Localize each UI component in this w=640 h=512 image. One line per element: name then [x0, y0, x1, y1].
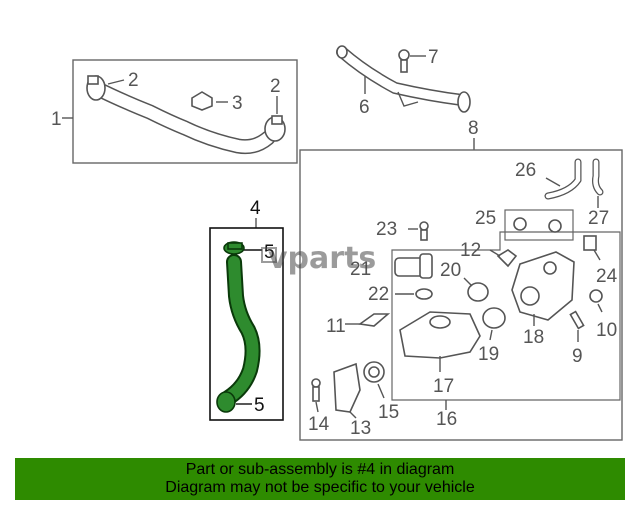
hose-27: [593, 159, 603, 195]
callout-5a: 5: [264, 242, 275, 263]
housing-17: [399, 311, 481, 359]
callout-20: 20: [440, 260, 461, 281]
callout-6: 6: [359, 97, 370, 118]
gasket-12: [496, 249, 518, 268]
callout-2b: 2: [270, 76, 281, 97]
callout-16: 16: [436, 409, 457, 430]
pipe-6: [337, 47, 467, 105]
callout-23: 23: [376, 219, 397, 240]
info-banner: Part or sub-assembly is #4 in diagram Di…: [15, 458, 625, 500]
callout-15: 15: [378, 402, 399, 423]
hose-4: [222, 256, 259, 404]
gasket-11: [357, 313, 391, 327]
group-box-4: [209, 227, 284, 421]
callout-18: 18: [523, 327, 544, 348]
bolt-23-shank: [420, 229, 428, 241]
callout-1: 1: [51, 109, 62, 130]
outlet-21-flange: [419, 253, 433, 279]
pipe-6-end-left: [336, 45, 348, 59]
callout-5b: 5: [254, 395, 265, 416]
callout-19: 19: [478, 344, 499, 365]
clamp-5-bottom: [216, 391, 236, 413]
pipe-6-group: 6 7: [336, 45, 471, 118]
housing-18: [511, 251, 575, 321]
callout-3: 3: [232, 93, 243, 114]
pipe-6-bracket: [397, 91, 419, 107]
watermark-logo: vparts: [261, 241, 376, 276]
hose-assembly-1-group: 1 2 3 2: [51, 59, 298, 164]
hose-1: [90, 82, 274, 153]
callout-2a: 2: [128, 70, 139, 91]
hose-4-group: 4 5 5: [209, 198, 284, 421]
callout-24: 24: [596, 266, 618, 287]
assembly-8-group: 8 16 26 27 25 23 21 22: [299, 118, 623, 441]
group-box-25: [504, 209, 574, 241]
group-box-16: [391, 231, 621, 401]
clamp-2-right-tab: [271, 115, 283, 125]
watermark-text: vparts: [268, 241, 376, 276]
callout-11: 11: [326, 316, 346, 337]
callout-21: 21: [350, 259, 371, 280]
bolt-14-shank: [312, 386, 320, 402]
clamp-5-top-tab: [227, 242, 243, 250]
o-ring-22: [415, 288, 433, 300]
callout-12: 12: [460, 240, 481, 261]
bolt-7-shank: [400, 59, 408, 73]
group-box-1: [72, 59, 298, 164]
bolt-23-head: [419, 221, 429, 231]
clamp-2-left-tab: [87, 75, 99, 85]
callout-9: 9: [572, 346, 583, 367]
callout-7: 7: [428, 47, 439, 68]
bolt-7-head: [398, 49, 410, 61]
callout-25: 25: [475, 208, 496, 229]
callout-26: 26: [515, 160, 536, 181]
housing-18-port: [520, 286, 540, 306]
callout-27: 27: [588, 208, 609, 229]
thermostat-15-core: [368, 366, 380, 378]
pipe-6-end-right: [457, 91, 471, 113]
seal-19: [482, 307, 506, 329]
pipe-26: [545, 159, 581, 199]
callout-22: 22: [368, 284, 389, 305]
clip-25a: [513, 217, 527, 231]
clip-25b: [548, 219, 562, 233]
seal-20: [467, 282, 489, 302]
callout-17: 17: [433, 376, 454, 397]
callout-14: 14: [308, 414, 330, 435]
bracket-3: [191, 91, 213, 111]
sensor-24: [583, 235, 597, 251]
callout-4: 4: [250, 198, 261, 219]
group-box-8: [299, 149, 623, 441]
nut-10: [589, 289, 603, 303]
housing-17-port: [429, 315, 451, 329]
callout-10: 10: [596, 320, 617, 341]
bolt-9: [569, 310, 585, 330]
housing-18-port-2: [543, 261, 557, 275]
banner-line-1: Part or sub-assembly is #4 in diagram: [185, 461, 455, 478]
banner-line-2: Diagram may not be specific to your vehi…: [165, 479, 475, 496]
outlet-13: [333, 362, 361, 413]
bolt-14-head: [311, 378, 321, 388]
callout-13: 13: [350, 418, 371, 439]
callout-8: 8: [468, 118, 479, 139]
